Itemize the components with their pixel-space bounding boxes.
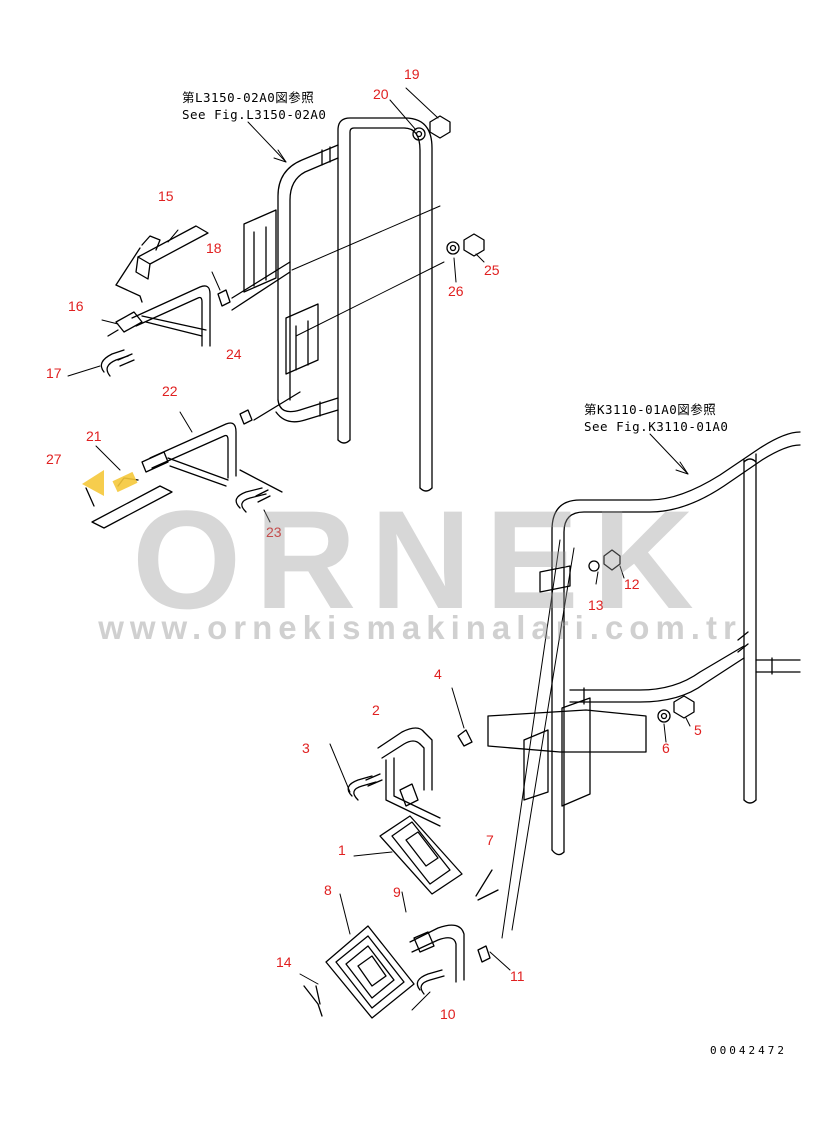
part-label-9: 9 (393, 884, 401, 900)
reference-note-upper-en: See Fig.L3150-02A0 (182, 107, 327, 122)
part-label-21: 21 (86, 428, 102, 444)
highlight-part-21 (112, 471, 138, 493)
watermark-url: www.ornekismakinalari.com.tr (98, 609, 742, 646)
part-label-22: 22 (162, 383, 178, 399)
part-label-16: 16 (68, 298, 84, 314)
part-label-20: 20 (373, 86, 389, 102)
part-label-14: 14 (276, 954, 292, 970)
part-label-24: 24 (226, 346, 242, 362)
upper-mirror-assembly (100, 225, 291, 377)
part-label-2: 2 (372, 702, 380, 718)
part-label-4: 4 (434, 666, 442, 682)
part-label-25: 25 (484, 262, 500, 278)
part-label-23: 23 (266, 524, 282, 540)
fasteners (412, 115, 695, 723)
reference-note-right-en: See Fig.K3110-01A0 (584, 419, 729, 434)
reference-note-upper-jp: 第L3150-02A0図参照 (182, 90, 315, 105)
part-label-6: 6 (662, 740, 670, 756)
leader-lines (67, 87, 691, 1011)
part-label-10: 10 (440, 1006, 456, 1022)
part-label-5: 5 (694, 722, 702, 738)
part-label-27: 27 (46, 451, 62, 467)
part-label-26: 26 (448, 283, 464, 299)
lower-mirror-assembly (303, 727, 499, 1019)
part-label-18: 18 (206, 240, 222, 256)
drawing-code: 00042472 (710, 1044, 787, 1057)
part-label-19: 19 (404, 66, 420, 82)
part-label-12: 12 (624, 576, 640, 592)
part-label-11: 11 (510, 968, 525, 984)
watermark-brand: ORNEK (132, 481, 708, 638)
reference-note-right-jp: 第K3110-01A0図参照 (584, 402, 717, 417)
upper-handrail (243, 117, 433, 492)
part-label-15: 15 (158, 188, 174, 204)
part-label-13: 13 (588, 597, 604, 613)
part-label-17: 17 (46, 365, 62, 381)
part-label-3: 3 (302, 740, 310, 756)
right-handrail (487, 431, 801, 856)
part-label-8: 8 (324, 882, 332, 898)
middle-mirror-assembly (85, 391, 301, 529)
part-label-1: 1 (338, 842, 346, 858)
highlight-part-27 (82, 470, 104, 496)
part-label-7: 7 (486, 832, 494, 848)
